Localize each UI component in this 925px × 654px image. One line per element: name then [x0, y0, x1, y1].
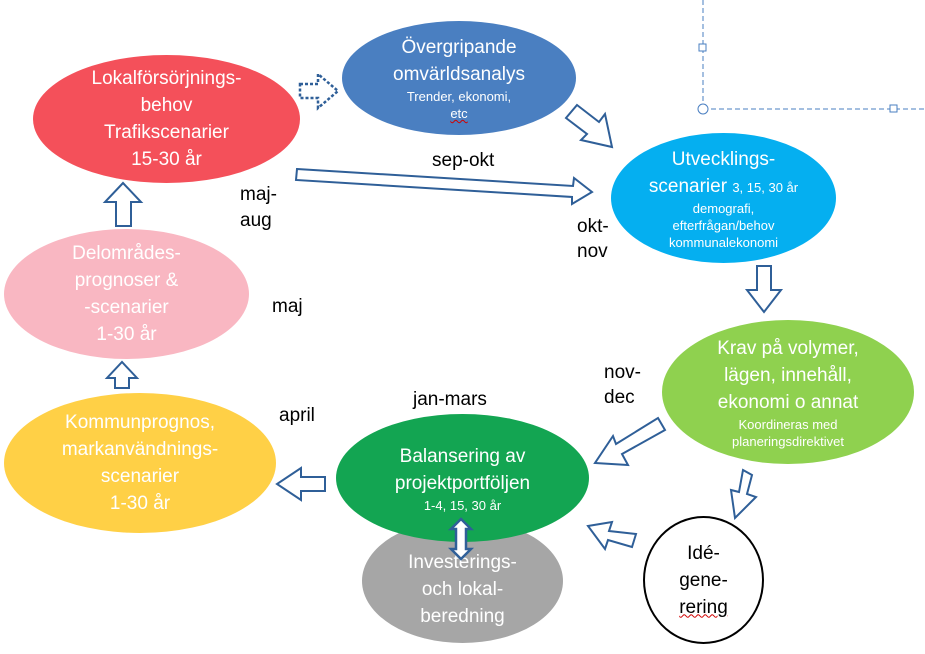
delomrade-line-1: Delområdes- [72, 243, 181, 264]
investering-line-3: beredning [420, 605, 505, 627]
arrow-kommun-to-delomrade [104, 360, 140, 389]
node-idegenerering: Idé- gene- rering [643, 516, 764, 644]
krav-sub-1: Koordineras med [738, 416, 838, 432]
utveckling-sub-2: efterfrågan/behov [672, 217, 775, 233]
utveckling-title-2: scenarier [648, 175, 728, 197]
kommun-line-4: 1-30 år [109, 493, 171, 514]
label-nov-dec-1: nov- [604, 362, 641, 383]
label-sep-okt: sep-okt [432, 150, 495, 171]
arrow-lokal-to-utveckling [294, 167, 594, 206]
delomrade-line-2: prognoser & [74, 270, 179, 291]
balansering-title-2: projektportföljen [394, 472, 531, 494]
lokal-line-3: Trafikscenarier [104, 122, 229, 143]
node-balansering: Balansering av projektportföljen 1-4, 15… [336, 414, 589, 542]
omvarld-title-1: Övergripande [401, 37, 517, 58]
lokal-line-2: behov [140, 95, 193, 116]
krav-title-2: lägen, innehåll, [724, 364, 852, 386]
utveckling-title-1: Utvecklings- [671, 148, 776, 170]
investering-line-1: Investerings- [408, 551, 517, 573]
krav-title-1: Krav på volymer, [717, 337, 859, 359]
arrow-utveckling-to-krav [744, 265, 784, 314]
lokal-line-1: Lokalförsörjnings- [91, 68, 242, 89]
ide-line-3: rering [679, 596, 728, 618]
utveckling-title-2-row: scenarier 3, 15, 30 år [649, 173, 798, 200]
kommun-line-1: Kommunprognos, [65, 412, 215, 433]
label-maj-aug-1: maj- [240, 184, 277, 205]
delomrade-line-4: 1-30 år [96, 324, 157, 345]
label-april: april [279, 405, 315, 426]
node-lokalforsorjning: Lokalförsörjnings- behov Trafikscenarier… [33, 55, 300, 183]
arrow-ide-to-balansering [586, 520, 638, 552]
node-delomrade: Delområdes- prognoser & -scenarier 1-30 … [4, 229, 249, 359]
arrow-balansering-investering [447, 517, 475, 561]
arrow-krav-to-balansering [593, 416, 667, 467]
label-okt-nov-1: okt- [577, 216, 609, 237]
utveckling-sub-1: demografi, [692, 200, 755, 216]
label-okt-nov-2: nov [577, 241, 608, 262]
balansering-sub: 1-4, 15, 30 år [423, 497, 502, 513]
investering-line-2: och lokal- [421, 578, 504, 600]
ide-line-2: gene- [679, 569, 728, 591]
kommun-line-2: markanvändnings- [61, 439, 219, 460]
ide-line-1: Idé- [687, 542, 720, 564]
label-jan-mars: jan-mars [413, 389, 487, 410]
lokal-line-4: 15-30 år [131, 149, 202, 170]
omvarld-sub-2: etc [450, 106, 468, 121]
omvarld-title-2: omvärldsanalys [393, 64, 525, 85]
krav-title-3: ekonomi o annat [717, 391, 859, 413]
utveckling-title-suffix: 3, 15, 30 år [732, 179, 799, 195]
balansering-title-1: Balansering av [399, 445, 526, 467]
omvarld-sub-1: Trender, ekonomi, [406, 89, 512, 104]
arrow-krav-to-ide [729, 468, 758, 521]
arrow-balansering-to-kommun [275, 466, 326, 502]
label-maj-aug-2: aug [240, 210, 272, 231]
node-kommunprognos: Kommunprognos, markanvändnings- scenarie… [4, 393, 276, 533]
selection-handles [697, 0, 925, 115]
node-krav: Krav på volymer, lägen, innehåll, ekonom… [662, 320, 914, 464]
arrow-omvarld-to-utveckling [564, 103, 614, 149]
kommun-line-3: scenarier [100, 466, 180, 487]
arrow-lokal-to-omvarld [298, 71, 340, 111]
label-nov-dec-2: dec [604, 387, 635, 408]
utveckling-sub-3: kommunalekonomi [668, 234, 779, 250]
node-utvecklingsscenarier: Utvecklings- scenarier 3, 15, 30 år demo… [611, 133, 836, 263]
label-maj: maj [272, 296, 303, 317]
krav-sub-2: planeringsdirektivet [731, 433, 844, 449]
delomrade-line-3: -scenarier [84, 297, 169, 318]
node-omvarldsanalys: Övergripande omvärldsanalys Trender, eko… [342, 21, 576, 135]
arrow-delomrade-to-lokal [102, 181, 144, 227]
